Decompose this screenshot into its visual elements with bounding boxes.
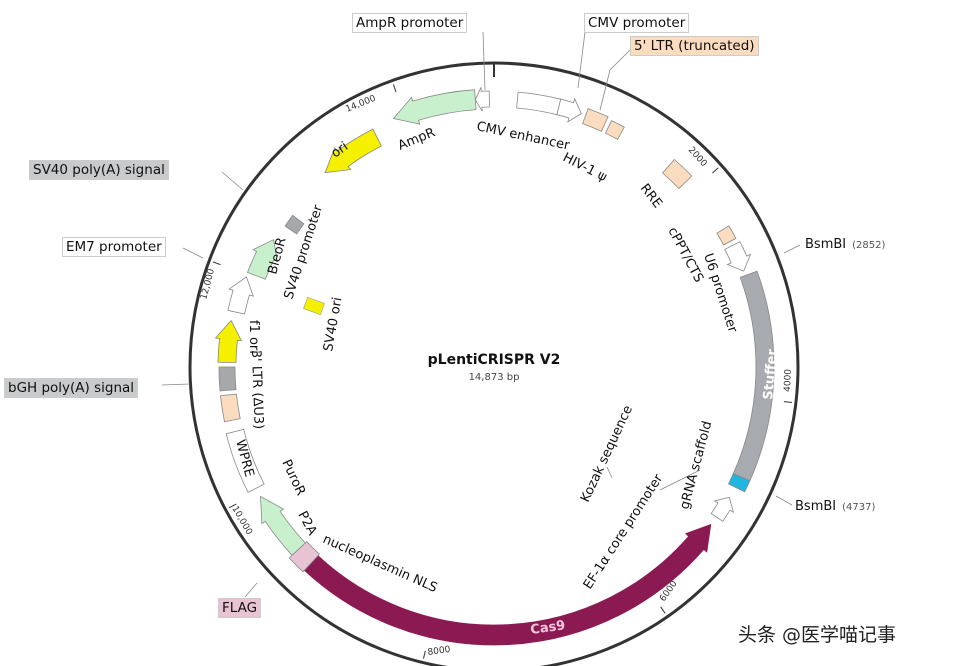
ampr-promoter-feature[interactable] <box>474 87 490 112</box>
label-cmv-enhancer: CMV enhancer <box>475 119 571 153</box>
cppt-feature[interactable] <box>716 225 737 246</box>
leader-grna <box>659 469 701 491</box>
label-kozak: Kozak sequence <box>578 403 636 504</box>
callout-cmv-promoter: CMV promoter <box>584 13 690 33</box>
hiv-psi-feature[interactable] <box>604 120 625 140</box>
bsmbi-cut-feature[interactable] <box>727 473 751 493</box>
ltr5-feature[interactable] <box>582 108 609 132</box>
site-bsmbi-2852[interactable]: BsmBI (2852) <box>805 237 885 252</box>
tick-6000-mark <box>660 606 666 614</box>
label-hiv-psi: HIV-1 ψ <box>560 150 609 185</box>
callout-5ltr-truncated: 5' LTR (truncated) <box>630 36 759 56</box>
rre-feature[interactable] <box>662 158 693 190</box>
ori-feature[interactable] <box>324 128 382 174</box>
site-position: (4737) <box>842 502 876 513</box>
plasmid-name: pLentiCRISPR V2 <box>428 352 561 368</box>
tick-10000-mark <box>228 503 237 509</box>
label-rre: RRE <box>637 181 665 211</box>
leader-sv40-polya <box>221 171 244 191</box>
site-bsmbi-4737[interactable]: BsmBI (4737) <box>795 499 875 514</box>
u6-promoter-feature[interactable] <box>724 241 752 272</box>
label-3ltr: 3' LTR (ΔU3) <box>248 350 266 430</box>
site-name: BsmBI <box>805 237 847 252</box>
callout-bgh-polya: bGH poly(A) signal <box>4 378 139 398</box>
leader-em7 <box>182 247 204 259</box>
ltr3-feature[interactable] <box>220 393 241 423</box>
sv40-promoter-feature[interactable] <box>227 276 254 315</box>
grna-scaffold-feature[interactable] <box>710 496 735 522</box>
site-name: BsmBI <box>795 499 837 514</box>
tick-14000-mark <box>392 84 397 93</box>
label-ampr: AmpR <box>396 125 438 153</box>
flag-nls-feature[interactable] <box>288 541 320 573</box>
bgh-polya-feature[interactable] <box>218 366 237 392</box>
leader-cmv-promoter <box>577 31 586 89</box>
puror-feature[interactable] <box>260 495 306 556</box>
bleor-feature[interactable] <box>246 239 278 280</box>
plasmid-length: 14,873 bp <box>469 372 520 383</box>
label-stuffer: Stuffer <box>761 348 780 400</box>
label-f1-ori: f1 ori <box>246 320 261 354</box>
label-puror: PuroR <box>278 457 308 498</box>
label-cppt: cPPT/CTS <box>664 225 706 285</box>
site-position: (2852) <box>852 240 886 251</box>
wpre-feature[interactable] <box>225 428 265 493</box>
callout-flag: FLAG <box>218 598 262 618</box>
ampr-feature[interactable] <box>392 89 477 125</box>
leader-lines <box>161 31 801 598</box>
leader-5ltr <box>599 49 631 111</box>
tick-4000-mark <box>783 401 792 403</box>
leader-kozak <box>606 466 613 479</box>
label-sv40-promoter: SV40 promoter <box>282 203 327 302</box>
tick-label-8000: 8000 <box>427 645 451 658</box>
tick-label-14000: 14,000 <box>344 94 377 115</box>
leader-bgh <box>161 383 191 386</box>
tick-2000-mark <box>712 167 719 174</box>
cmv-enhancer-feature[interactable] <box>516 91 562 116</box>
tick-12000-mark <box>212 261 221 266</box>
sv40-ori-feature[interactable] <box>303 296 325 316</box>
label-grna-scaffold: gRNA scaffold <box>677 420 715 511</box>
cmv-promoter-feature[interactable] <box>556 97 582 123</box>
tick-8000-mark <box>423 650 426 659</box>
callout-sv40-polya: SV40 poly(A) signal <box>29 160 169 180</box>
label-sv40-ori: SV40 ori <box>321 296 345 353</box>
label-p2a: P2A <box>294 509 319 538</box>
watermark: 头条 @医学喵记事 <box>738 624 897 646</box>
callout-em7-promoter: EM7 promoter <box>62 237 166 257</box>
f1-ori-feature[interactable] <box>214 319 243 363</box>
label-cas9: Cas9 <box>529 618 566 638</box>
leader-flag <box>244 582 258 598</box>
tick-label-4000: 4000 <box>783 369 794 393</box>
feature-layer <box>212 84 792 659</box>
sv40-polya-feature[interactable] <box>284 214 305 235</box>
leader-bsmbi-2 <box>775 495 793 506</box>
callout-ampr-promoter: AmpR promoter <box>352 13 468 33</box>
leader-bsmbi-1 <box>783 244 801 254</box>
leader-ampr-promoter <box>482 31 486 91</box>
